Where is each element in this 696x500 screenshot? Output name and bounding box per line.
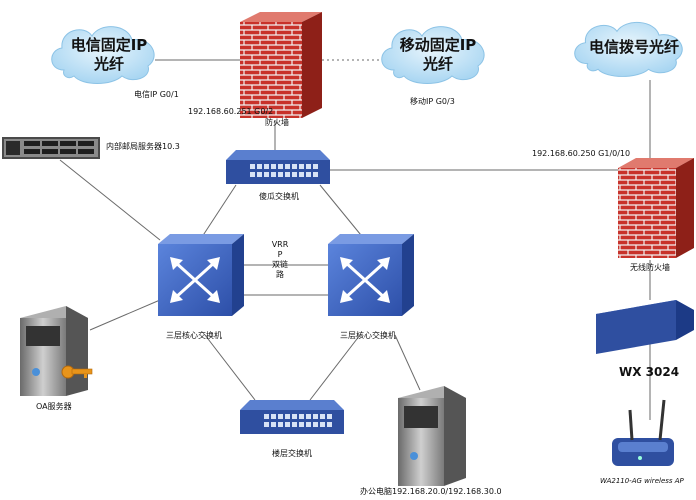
core-switch-right-icon	[328, 234, 414, 316]
mobile-port-label: 移动IP G0/3	[410, 97, 455, 106]
link-mail-coreleft	[59, 159, 161, 241]
vrrp-line-4: 路	[276, 270, 284, 279]
cloud-mobile-fixed	[381, 26, 485, 84]
link-coreleft-oa	[89, 299, 161, 331]
vrrp-line-3: 双链	[272, 260, 288, 269]
cloud-telecom-dialup-label: 电信拨号光纤	[578, 38, 690, 57]
telecom-port-label: 电信IP G0/1	[134, 90, 179, 99]
wx3024-label: WX 3024	[619, 365, 680, 379]
firewall-icon	[240, 12, 322, 118]
mail-server-icon	[2, 137, 100, 159]
oa-server-icon	[20, 306, 88, 396]
wireless-fw-name-label: 无线防火墙	[630, 263, 670, 272]
cloud-telecom-fixed-line2: 光纤	[93, 54, 124, 73]
cloud-mobile-fixed-line2: 光纤	[422, 54, 453, 73]
wireless-fw-ip-label: 192.168.60.250 G1/0/10	[532, 149, 631, 158]
firewall-ip-label: 192.168.60.251 G0/2	[188, 107, 274, 116]
office-pc-label: 办公电脑192.168.20.0/192.168.30.0	[360, 487, 502, 496]
link-coreright-pc	[394, 334, 421, 391]
office-pc-icon	[398, 386, 466, 486]
mail-server-label: 内部邮局服务器10.3	[106, 142, 180, 151]
vrrp-line-1: VRR	[271, 240, 289, 249]
cloud-mobile-fixed-line1: 移动固定IP	[399, 36, 477, 54]
dumb-switch-icon	[226, 150, 330, 184]
wireless-ap-icon	[612, 399, 674, 466]
cloud-mobile-fixed-label: 移动固定IP 光纤	[389, 36, 487, 74]
link-dumbswitch-coreleft	[199, 184, 237, 241]
core-left-label: 三层核心交换机	[166, 331, 222, 340]
connections	[59, 59, 651, 420]
wx3024-icon	[596, 300, 694, 354]
wireless-firewall-icon	[618, 158, 694, 258]
floor-switch-icon	[240, 400, 344, 434]
cloud-telecom-fixed	[51, 26, 155, 84]
vrrp-label: VRR P 双链 路	[268, 240, 292, 280]
floor-switch-label: 楼层交换机	[272, 449, 312, 458]
core-right-label: 三层核心交换机	[340, 331, 396, 340]
vrrp-line-2: P	[277, 250, 283, 259]
ap-label: WA2110-AG wireless AP	[600, 477, 684, 485]
link-dumbswitch-coreright	[319, 184, 366, 241]
dumb-switch-label: 傻瓜交换机	[259, 192, 299, 201]
cloud-telecom-fixed-label: 电信固定IP 光纤	[60, 36, 158, 74]
key-icon	[61, 365, 93, 379]
link-coreright-floor	[309, 334, 361, 401]
cloud-telecom-dialup	[574, 22, 683, 77]
firewall-name-label: 防火墙	[265, 118, 289, 127]
cloud-telecom-fixed-line1: 电信固定IP	[70, 36, 148, 54]
oa-server-label: OA服务器	[36, 402, 72, 411]
cloud-telecom-dialup-line1: 电信拨号光纤	[588, 38, 679, 56]
link-coreleft-floor	[204, 334, 256, 401]
core-switch-left-icon	[158, 234, 244, 316]
